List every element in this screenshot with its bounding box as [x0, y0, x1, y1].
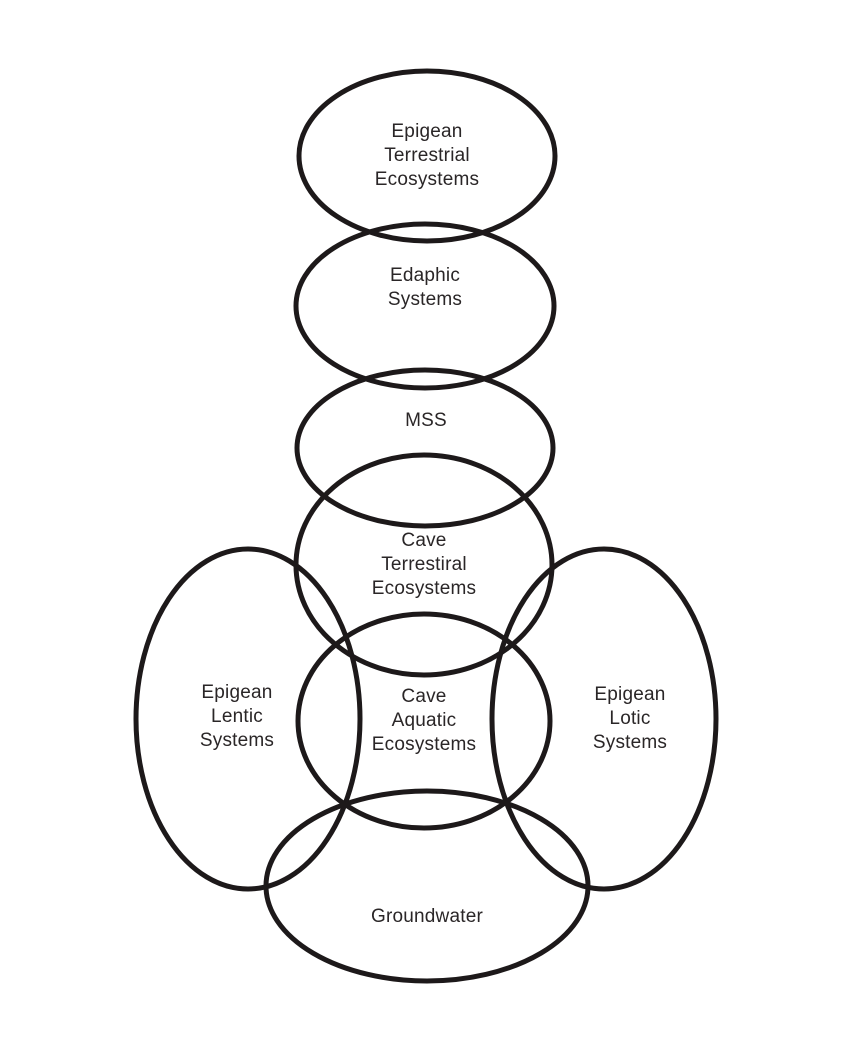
label-line: MSS	[405, 410, 447, 431]
label-epigean-lotic-systems: Epigean Lotic Systems	[593, 683, 667, 755]
label-line: Aquatic	[391, 710, 457, 731]
label-line: Terrestiral	[381, 554, 467, 575]
label-line: Cave	[401, 530, 447, 551]
label-line: Lentic	[211, 706, 263, 727]
label-line: Ecosystems	[371, 734, 477, 755]
label-cave-aquatic-ecosystems: Cave Aquatic Ecosystems	[372, 685, 476, 757]
label-line: Epigean	[594, 684, 666, 705]
label-line: Epigean	[201, 682, 273, 703]
label-line: Lotic	[609, 708, 651, 729]
label-epigean-terrestrial-ecosystems: Epigean Terrestrial Ecosystems	[375, 120, 479, 192]
label-line: Ecosystems	[371, 578, 477, 599]
ellipse-cave-aquatic-ecosystems	[295, 611, 553, 831]
ellipse-mss	[294, 367, 556, 529]
label-epigean-lentic-systems: Epigean Lentic Systems	[200, 681, 274, 753]
label-cave-terrestrial-ecosystems: Cave Terrestiral Ecosystems	[372, 529, 476, 601]
label-groundwater: Groundwater	[371, 905, 483, 929]
label-mss: MSS	[405, 409, 447, 433]
label-line: Epigean	[391, 121, 463, 142]
label-line: Edaphic	[389, 265, 461, 286]
ellipse-epigean-lotic-systems	[489, 546, 719, 892]
label-line: Terrestrial	[384, 145, 470, 166]
ellipse-edaphic-systems	[293, 221, 557, 391]
label-line: Systems	[387, 289, 463, 310]
ellipse-groundwater	[263, 788, 591, 984]
label-edaphic-systems: Edaphic Systems	[388, 264, 462, 312]
ellipse-epigean-terrestrial-ecosystems	[296, 68, 558, 244]
label-line: Systems	[592, 732, 668, 753]
label-line: Groundwater	[370, 906, 484, 927]
label-line: Ecosystems	[374, 169, 480, 190]
ellipse-epigean-lentic-systems	[133, 546, 363, 892]
label-line: Systems	[199, 730, 275, 751]
label-line: Cave	[401, 686, 447, 707]
